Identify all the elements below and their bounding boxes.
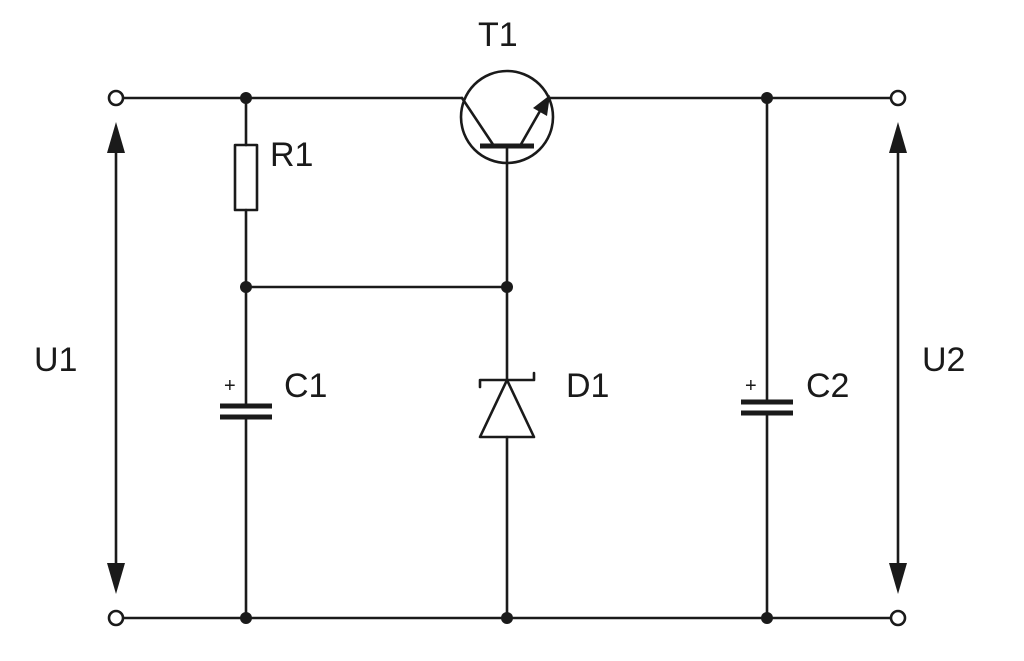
junction-dot (761, 92, 773, 104)
junction-dot (240, 92, 252, 104)
junction-dot (501, 281, 513, 293)
output-terminal-top (889, 89, 907, 107)
capacitor-c1-label: C1 (284, 367, 327, 405)
emitter-arrow (533, 95, 550, 116)
output-voltage-arrow (889, 122, 907, 594)
input-voltage-arrow (107, 122, 125, 594)
junction-dot (240, 612, 252, 624)
transistor-envelope (459, 69, 555, 165)
capacitor-c2-polarity: + (745, 375, 757, 397)
input-arrow-head-down (107, 563, 125, 594)
junction-dot (761, 612, 773, 624)
input-terminal-bottom (107, 609, 125, 627)
right-branch (741, 96, 793, 620)
output-arrow-head-down (889, 563, 907, 594)
junction-nodes (240, 92, 773, 624)
input-terminal-top (107, 89, 125, 107)
zener-label: D1 (566, 367, 609, 405)
middle-branch (478, 144, 536, 620)
output-voltage-label: U2 (922, 341, 965, 379)
transistor-label: T1 (478, 16, 518, 54)
transistor-collector (460, 96, 496, 148)
left-branch (220, 96, 272, 620)
zener-diode-icon (478, 371, 536, 439)
output-arrow-head-up (889, 122, 907, 153)
resistor-icon (233, 143, 259, 212)
junction-dot (240, 281, 252, 293)
junction-dot (501, 612, 513, 624)
npn-transistor-icon (459, 69, 555, 165)
capacitor-c1-polarity: + (224, 375, 236, 397)
input-arrow-head-up (107, 122, 125, 153)
wire-emitter-out (542, 96, 552, 106)
output-terminal-bottom (889, 609, 907, 627)
input-voltage-label: U1 (34, 341, 77, 379)
resistor-label: R1 (270, 136, 313, 174)
capacitor-c2-label: C2 (806, 367, 849, 405)
